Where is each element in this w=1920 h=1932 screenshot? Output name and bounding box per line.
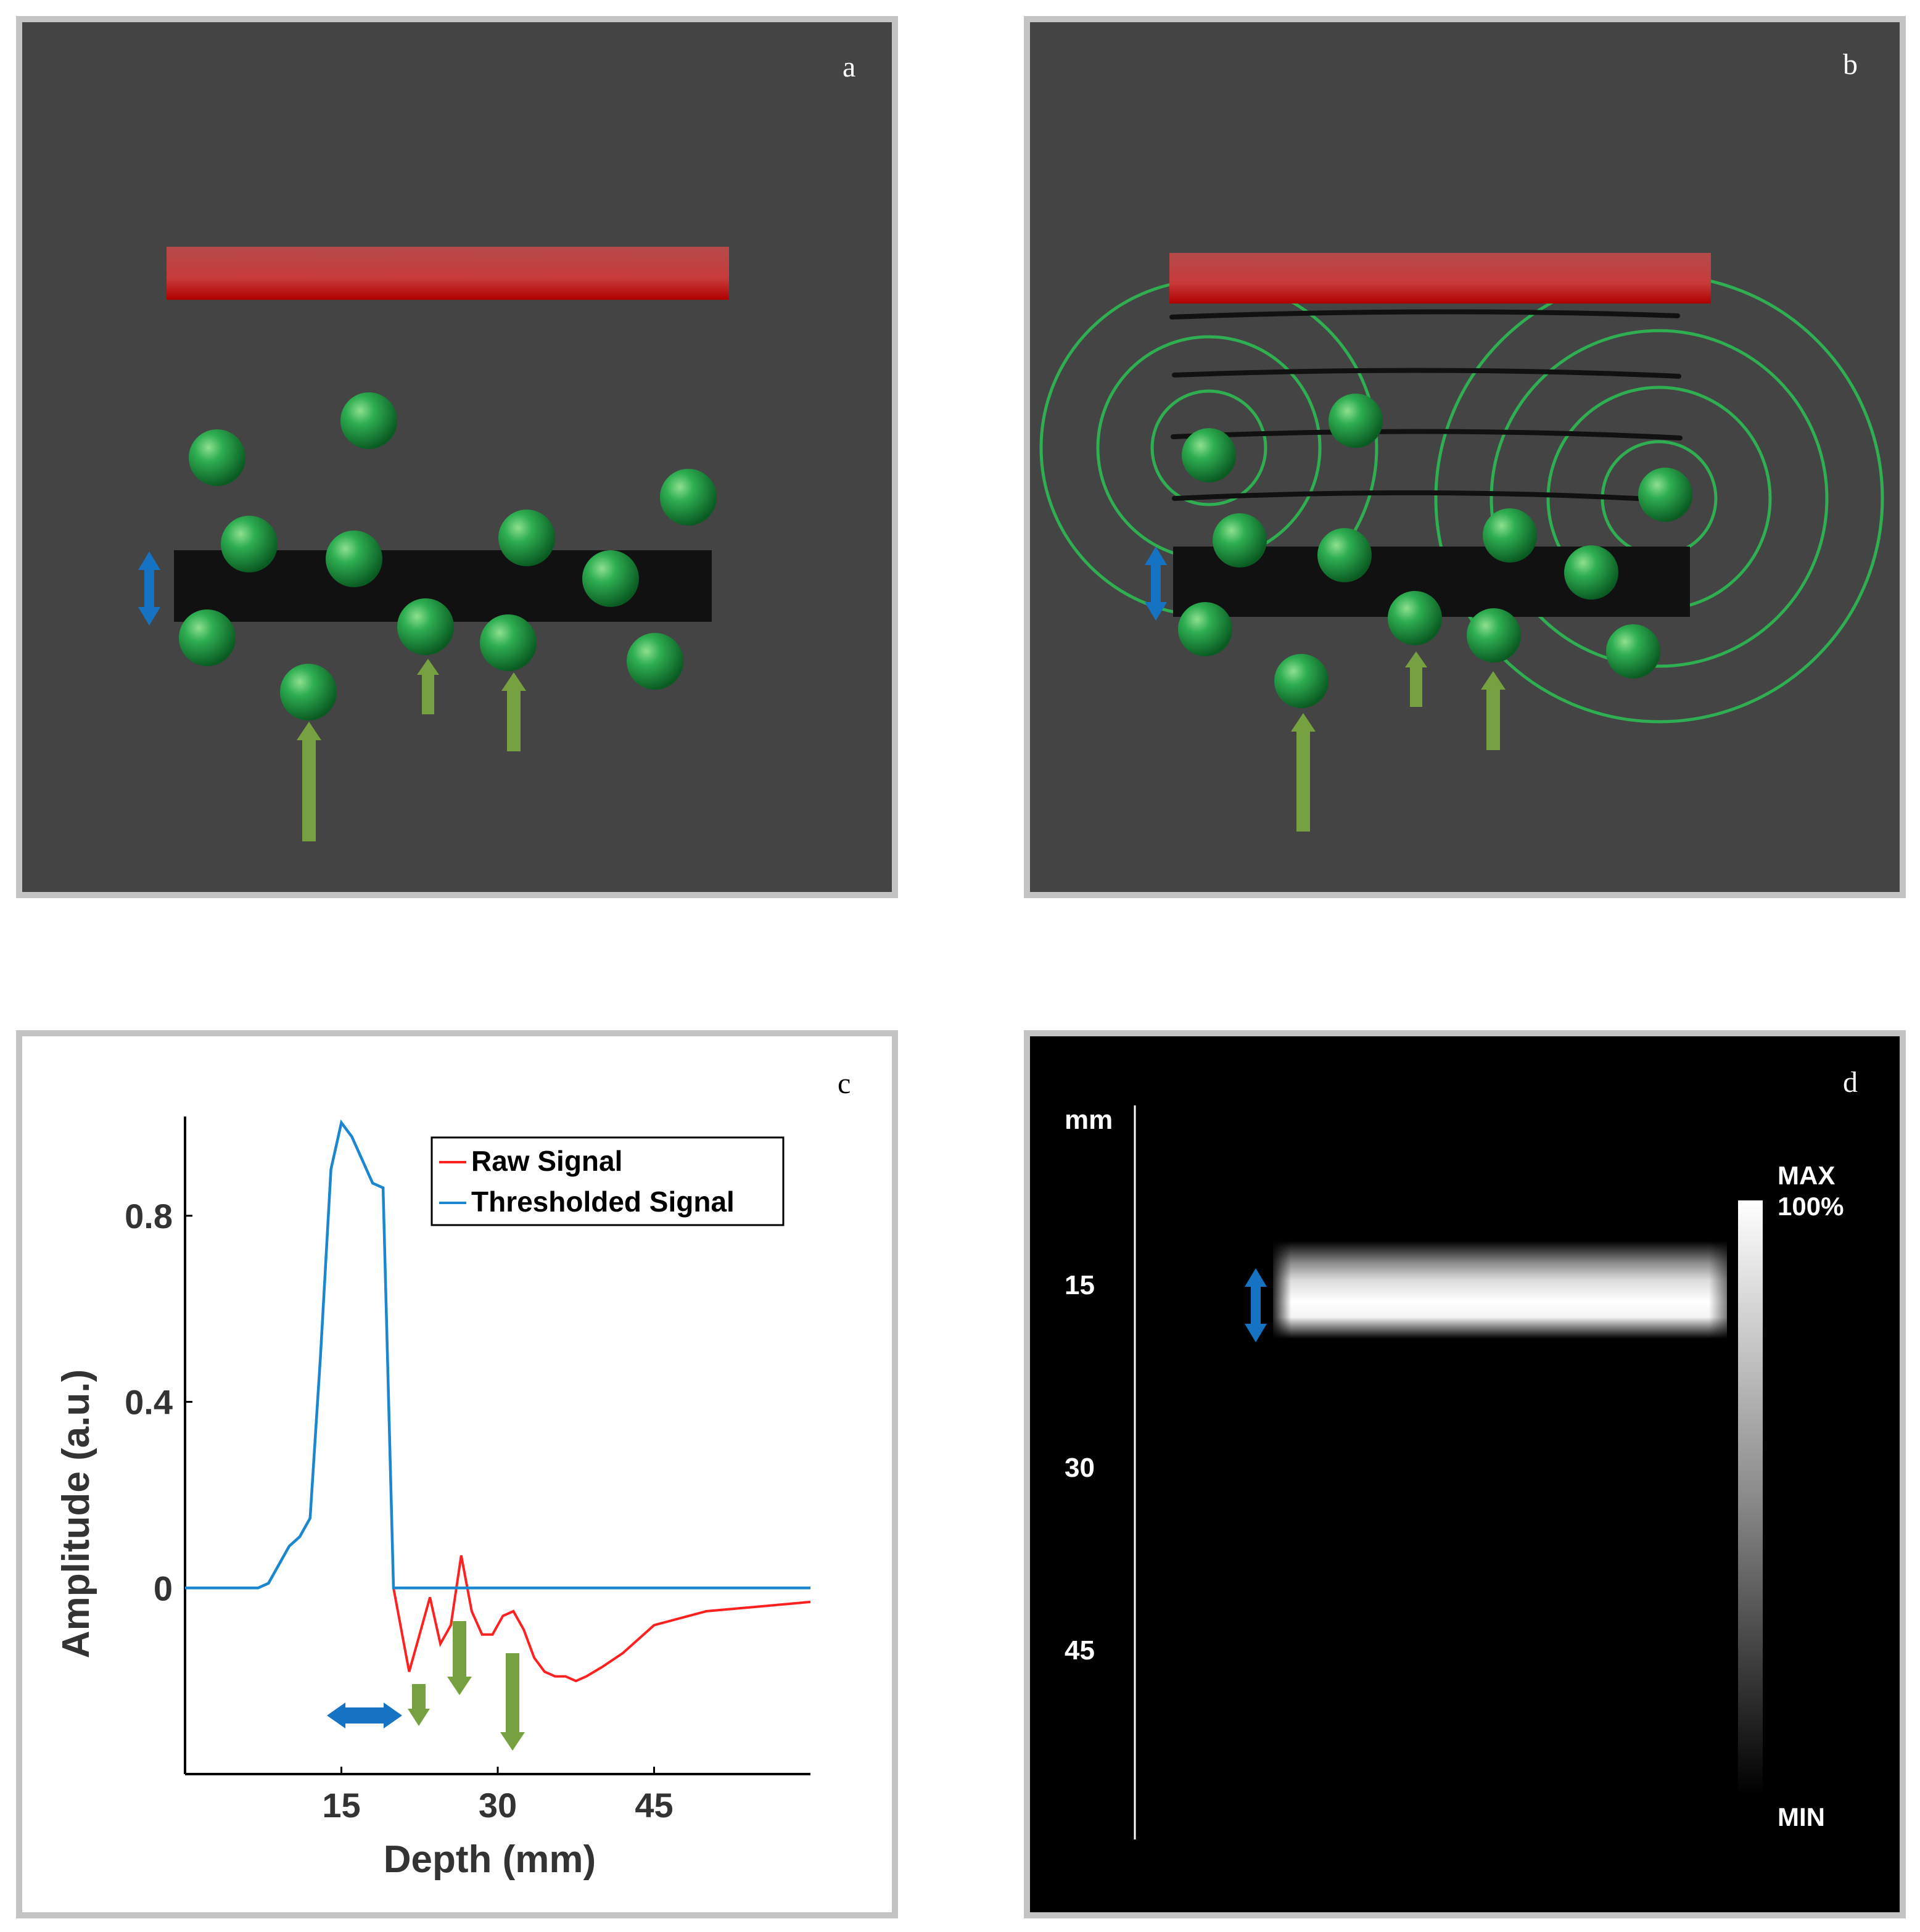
up-arrow-icon	[1481, 671, 1506, 750]
microbubble	[480, 614, 537, 671]
green-arrows	[297, 659, 526, 841]
microbubble	[340, 392, 397, 449]
panel-c: c 0 0.4 0.8 15 30 45	[16, 1030, 898, 1918]
amplitude-chart: c 0 0.4 0.8 15 30 45	[55, 1067, 851, 1881]
legend-label-raw: Raw Signal	[471, 1145, 622, 1177]
double-headed-arrow-icon	[1245, 1268, 1267, 1342]
colorbar-max-label: MAX	[1778, 1161, 1835, 1190]
panel-b: b	[1024, 16, 1906, 898]
microbubble	[189, 429, 245, 486]
microbubble	[179, 609, 236, 666]
bright-band	[1273, 1241, 1727, 1339]
microbubble	[221, 516, 278, 572]
panel-letter: a	[843, 51, 855, 83]
microbubble	[1213, 513, 1267, 568]
up-arrow-icon	[297, 722, 321, 841]
microbubble	[660, 469, 717, 526]
microbubble	[280, 664, 337, 720]
panel-letter: d	[1843, 1066, 1858, 1099]
panel-a: a	[16, 16, 898, 898]
blue-arrow-icon	[138, 551, 160, 625]
wavefronts	[1169, 309, 1684, 503]
double-headed-arrow-icon	[327, 1703, 402, 1728]
microbubble	[627, 633, 683, 690]
depth-tick-label: 30	[1065, 1453, 1095, 1483]
legend-label-thresholded: Thresholded Signal	[471, 1186, 735, 1218]
down-arrow-icon	[500, 1653, 525, 1751]
x-tick-label: 30	[479, 1786, 517, 1825]
microbubble	[1467, 608, 1521, 663]
down-arrow-icon	[408, 1684, 430, 1726]
annotation-arrows	[327, 1621, 525, 1751]
up-arrow-icon	[417, 659, 439, 714]
depth-tick-label: 45	[1065, 1635, 1095, 1666]
up-arrow-icon	[1291, 713, 1316, 832]
microbubble	[1329, 394, 1383, 448]
legend-box	[431, 1136, 785, 1226]
colorbar	[1738, 1200, 1763, 1795]
microbubbles	[1178, 394, 1692, 708]
panel-d: d mm 15 30 45 MAX 100% MIN	[1024, 1030, 1906, 1918]
down-arrow-icon	[447, 1621, 472, 1695]
microbubbles	[179, 392, 717, 720]
microbubble	[1178, 602, 1232, 656]
microbubble	[1388, 591, 1442, 645]
microbubble	[1317, 528, 1372, 582]
microbubble	[1274, 654, 1329, 708]
y-tick-label: 0.4	[125, 1383, 173, 1422]
depth-unit-label: mm	[1065, 1105, 1113, 1135]
microbubble	[498, 510, 555, 566]
up-arrow-icon	[1405, 651, 1427, 707]
panel-letter: c	[838, 1067, 851, 1100]
microbubble	[1182, 428, 1236, 482]
blue-arrow-icon	[1145, 547, 1167, 621]
series-line-thresholded-signal	[185, 1119, 810, 1590]
colorbar-max-percent: 100%	[1778, 1192, 1844, 1221]
depth-tick-label: 15	[1065, 1270, 1095, 1300]
microbubble	[1564, 545, 1618, 600]
axis-ticks: 0 0.4 0.8 15 30 45	[125, 1197, 674, 1825]
y-tick-label: 0	[154, 1569, 173, 1608]
panel-letter: b	[1843, 48, 1858, 81]
scan-image: d mm 15 30 45 MAX 100% MIN	[1065, 1066, 1858, 1839]
microbubble	[1638, 468, 1692, 522]
y-tick-label: 0.8	[125, 1197, 173, 1236]
colorbar-min-label: MIN	[1778, 1802, 1825, 1831]
transducer-bar	[1169, 253, 1711, 303]
microbubble	[397, 598, 454, 655]
panel-b-illustration: b	[1039, 48, 1884, 832]
panel-a-illustration: a	[138, 51, 855, 841]
microbubble	[582, 550, 639, 607]
x-tick-label: 45	[635, 1786, 673, 1825]
legend: Raw Signal Thresholded Signal	[431, 1136, 785, 1226]
microbubble	[326, 530, 382, 587]
transducer-bar	[167, 247, 729, 300]
green-arrows	[1291, 651, 1506, 832]
microbubble	[1483, 508, 1537, 563]
microbubble	[1606, 624, 1660, 679]
x-axis-label: Depth (mm)	[384, 1838, 596, 1881]
up-arrow-icon	[501, 672, 526, 751]
x-tick-label: 15	[322, 1786, 360, 1825]
y-axis-label: Amplitude (a.u.)	[55, 1369, 97, 1658]
